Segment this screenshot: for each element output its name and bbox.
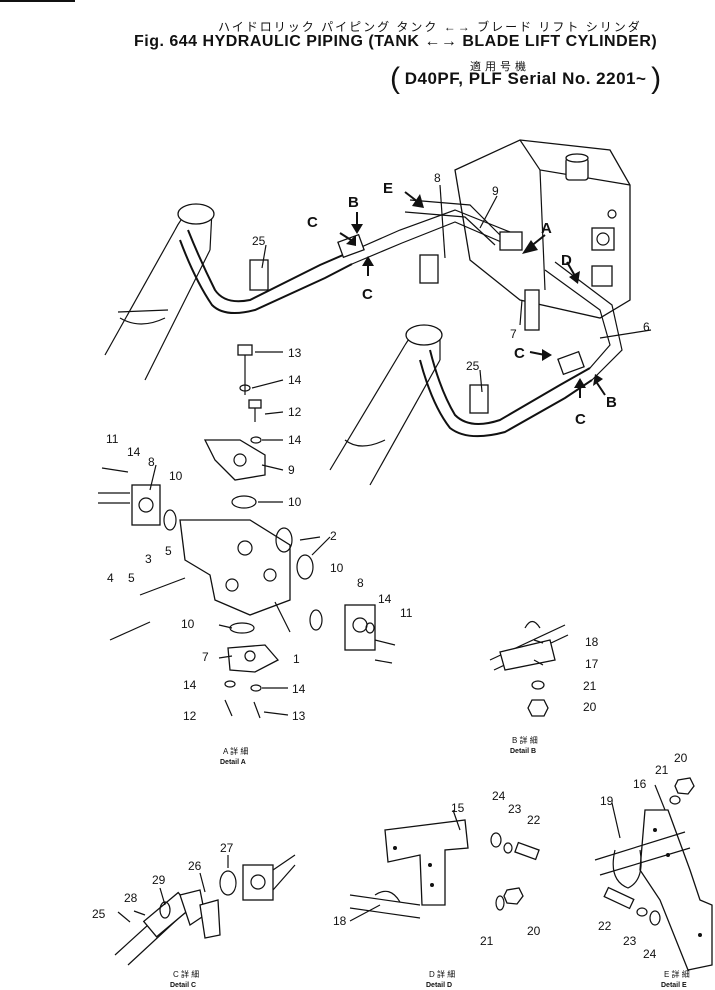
figure-title: Fig. 644 HYDRAULIC PIPING (TANK ←→ BLADE… [134, 33, 658, 50]
callout-14-left: 14 [127, 445, 141, 459]
detail-d-jp: D 詳 細 [429, 969, 455, 979]
callout-14-right: 14 [378, 592, 392, 606]
left-lift-cylinder [104, 203, 215, 381]
callout-24-e: 24 [643, 947, 657, 961]
detail-captions: A 詳 細 Detail A B 詳 細 Detail B C 詳 細 Deta… [170, 735, 690, 989]
callout-14-br: 14 [292, 682, 306, 696]
callout-23-e: 23 [623, 934, 637, 948]
serial-text: D40PF, PLF Serial No. 2201~ [404, 69, 647, 88]
left-pipe-run [179, 199, 521, 315]
callout-11-left: 11 [106, 432, 119, 446]
callout-17: 17 [585, 657, 599, 671]
callout-14-bl: 14 [183, 678, 197, 692]
arrow-label-c-upper-left: C [307, 214, 318, 231]
detail-a-en: Detail A [220, 759, 246, 766]
callout-22-d: 22 [527, 813, 541, 827]
serial-japanese-label: 適用号機 [470, 61, 530, 73]
detail-b-en: Detail B [510, 748, 536, 755]
close-paren: ) [651, 62, 662, 95]
callout-29: 29 [152, 873, 166, 887]
arrow-label-a: A [541, 220, 552, 237]
callout-6: 6 [643, 320, 650, 334]
callout-18-b: 18 [585, 635, 599, 649]
callout-7-detail: 7 [202, 650, 209, 664]
header-rule [0, 0, 75, 2]
callout-13-top: 13 [288, 346, 302, 360]
japanese-title: ハイドロリック パイピング タンク ←→ ブレード リフト シリンダ [218, 20, 642, 34]
callout-8-right: 8 [357, 576, 364, 590]
callout-25-detail: 25 [92, 907, 106, 921]
callout-8: 8 [434, 171, 441, 185]
callout-5-upper: 5 [165, 544, 172, 558]
right-pipe-run [419, 231, 623, 438]
callout-1: 1 [293, 652, 300, 666]
detail-e-jp: E 詳 細 [664, 969, 690, 979]
callout-15: 15 [451, 801, 465, 815]
arrow-label-b-lower: B [606, 394, 617, 411]
arrow-label-c-upper: C [362, 286, 373, 303]
detail-d-en: Detail D [426, 982, 452, 989]
detail-b-jp: B 詳 細 [512, 735, 538, 745]
detail-c-exploded [114, 854, 296, 966]
callout-13-bottom: 13 [292, 709, 306, 723]
callout-19: 19 [600, 794, 614, 808]
detail-d-exploded [349, 819, 540, 919]
callout-9-upper: 9 [492, 184, 499, 198]
callout-25-upper: 25 [252, 234, 266, 248]
hydraulic-tank [454, 139, 631, 319]
callout-25-lower: 25 [466, 359, 480, 373]
callout-14-top: 14 [288, 373, 302, 387]
callout-20-d: 20 [527, 924, 541, 938]
callout-7-upper: 7 [510, 327, 517, 341]
callout-10-left: 10 [169, 469, 183, 483]
callout-22-e: 22 [598, 919, 612, 933]
detail-b-exploded [489, 620, 569, 717]
arrow-label-e: E [383, 180, 393, 197]
callout-21-b: 21 [583, 679, 597, 693]
callout-2: 2 [330, 529, 337, 543]
part-callouts: 25 8 9 6 7 25 13 14 12 14 9 10 2 11 14 8… [92, 171, 688, 961]
arrow-label-d: D [561, 252, 572, 269]
callout-28: 28 [124, 891, 138, 905]
callout-4: 4 [107, 571, 114, 585]
detail-a-jp: A 詳 細 [223, 746, 248, 756]
callout-14-mid: 14 [288, 433, 302, 447]
callout-12-bottom: 12 [183, 709, 197, 723]
serial-applicability: ( D40PF, PLF Serial No. 2201~ ) [390, 62, 661, 96]
detail-c-jp: C 詳 細 [173, 969, 199, 979]
callout-10-right: 10 [330, 561, 344, 575]
callout-23-d: 23 [508, 802, 522, 816]
callout-16: 16 [633, 777, 647, 791]
callout-11-right: 11 [400, 606, 413, 620]
detail-c-en: Detail C [170, 982, 196, 989]
callout-26: 26 [188, 859, 202, 873]
leader-lines [117, 184, 666, 923]
callout-18-d: 18 [333, 914, 347, 928]
location-arrows [339, 191, 606, 398]
arrow-label-c-lower-left: C [514, 345, 525, 362]
callout-24-d: 24 [492, 789, 506, 803]
callout-20-e: 20 [674, 751, 688, 765]
open-paren: ( [390, 62, 400, 95]
detail-e-en: Detail E [661, 982, 687, 989]
arrow-label-b-upper: B [348, 194, 359, 211]
callout-21-d: 21 [480, 934, 494, 948]
callout-21-e: 21 [655, 763, 669, 777]
callout-10-lower: 10 [181, 617, 195, 631]
detail-e-exploded [594, 777, 713, 971]
callout-27: 27 [220, 841, 234, 855]
arrow-letters: A B C C E D C C B [307, 180, 617, 428]
detail-a-exploded [98, 344, 396, 719]
callout-10-a: 10 [288, 495, 302, 509]
callout-3: 3 [145, 552, 152, 566]
callout-20-b: 20 [583, 700, 597, 714]
callout-9-detail: 9 [288, 463, 295, 477]
callout-8-detail: 8 [148, 455, 155, 469]
right-lift-cylinder [329, 324, 443, 486]
callout-12-top: 12 [288, 405, 302, 419]
callout-5-lower: 5 [128, 571, 135, 585]
arrow-label-c-lower: C [575, 411, 586, 428]
